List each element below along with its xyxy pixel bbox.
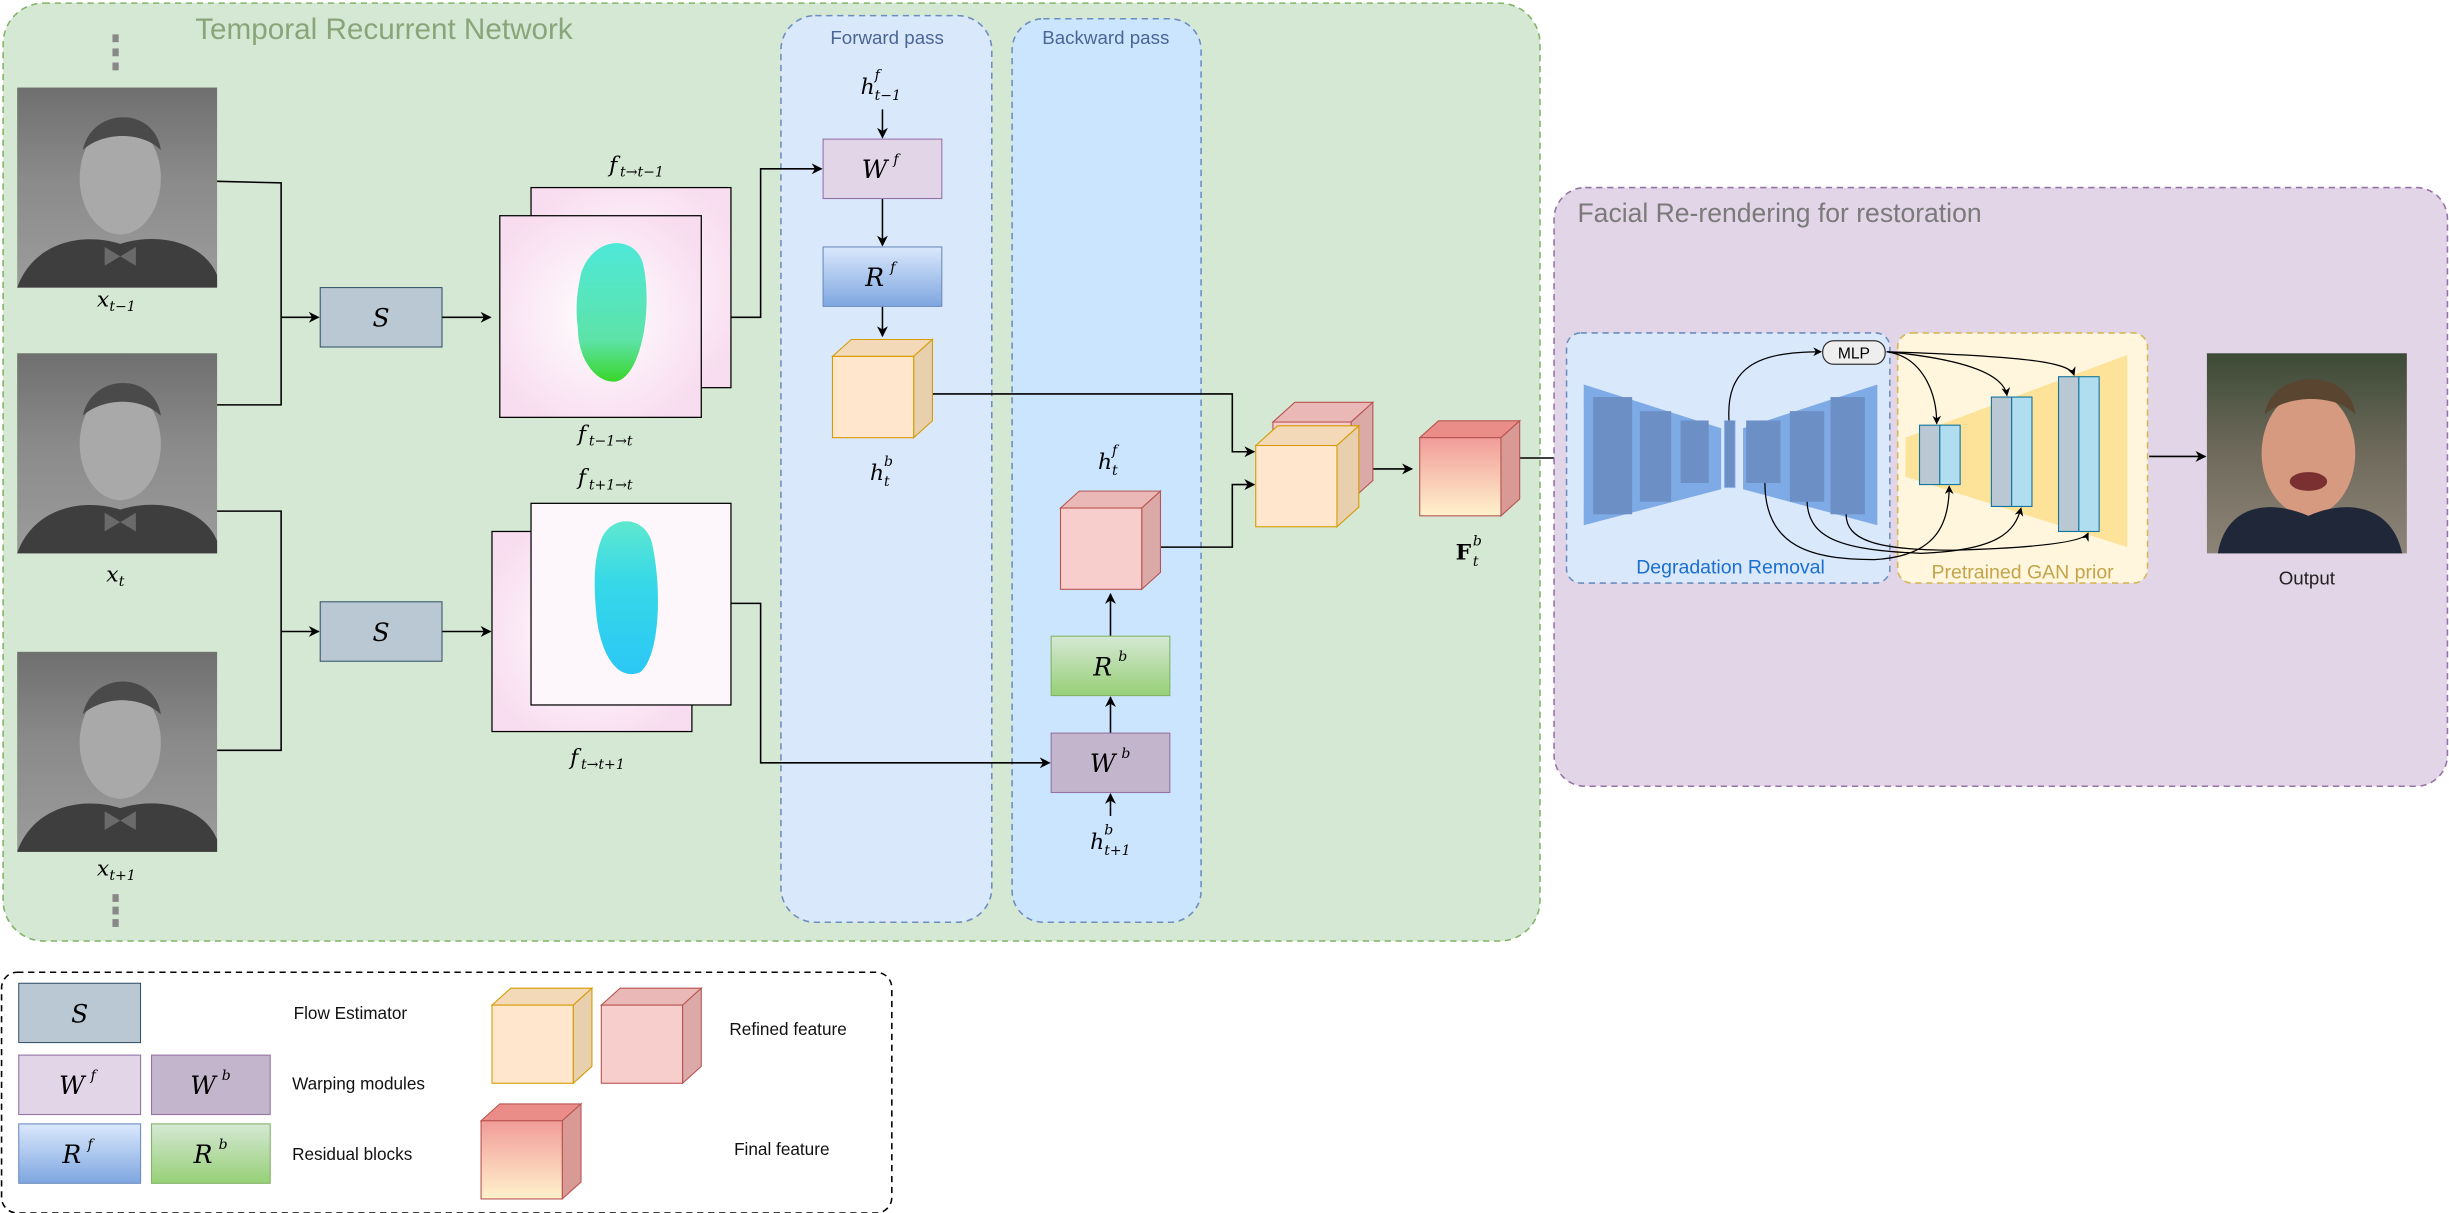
- legend-refined-label: Refined feature: [729, 1019, 846, 1039]
- svg-text:x: x: [97, 856, 109, 881]
- legend-flow-estimator-label: Flow Estimator: [294, 1003, 408, 1023]
- output-face-image: [2206, 353, 2407, 554]
- svg-text:R: R: [1092, 652, 1112, 681]
- svg-text:t: t: [1473, 554, 1479, 570]
- connector-lines: [217, 109, 1595, 816]
- gan-prior-title: Pretrained GAN prior: [1932, 561, 2115, 583]
- ellipsis-bottom-icon: [112, 894, 119, 927]
- refined-feature-cube-forward: [831, 338, 934, 439]
- svg-text:t: t: [1112, 463, 1118, 479]
- temporal-panel-title: Temporal Recurrent Network: [195, 13, 573, 46]
- svg-text:b: b: [1473, 534, 1482, 550]
- svg-text:x: x: [97, 287, 109, 312]
- svg-text:b: b: [219, 1137, 228, 1153]
- svg-text:W: W: [1090, 749, 1118, 778]
- svg-text:t−1: t−1: [875, 88, 901, 104]
- legend-flow-estimator: S: [18, 982, 142, 1044]
- svg-text:W: W: [190, 1071, 218, 1100]
- svg-text:W: W: [59, 1071, 87, 1100]
- svg-text:t→t−1: t→t−1: [620, 165, 664, 181]
- svg-text:R: R: [61, 1140, 81, 1169]
- input-frame-t-minus-1: [17, 87, 218, 288]
- svg-text:b: b: [222, 1068, 231, 1084]
- svg-text:t−1: t−1: [109, 299, 135, 315]
- svg-text:t: t: [119, 574, 125, 590]
- flow-map-lower: [491, 502, 732, 733]
- svg-text:t+1: t+1: [109, 868, 135, 884]
- svg-text:S: S: [373, 618, 390, 647]
- svg-text:b: b: [1121, 746, 1130, 762]
- svg-text:x: x: [106, 562, 118, 587]
- flow-estimator-lower: S: [319, 601, 443, 662]
- svg-text:h: h: [1098, 450, 1112, 475]
- flow-map-upper: [499, 186, 732, 418]
- output-label: Output: [2279, 568, 2336, 589]
- svg-text:f: f: [1111, 443, 1120, 459]
- svg-text:R: R: [193, 1140, 213, 1169]
- forward-pass-panel: [780, 14, 993, 924]
- legend-final-label: Final feature: [734, 1139, 829, 1159]
- legend-refined-cube-orange: [490, 986, 594, 1085]
- backward-pass-title: Backward pass: [1042, 27, 1169, 48]
- svg-text:h: h: [870, 461, 884, 486]
- legend-residual-label: Residual blocks: [292, 1144, 412, 1164]
- svg-text:t+1→t: t+1→t: [589, 477, 633, 493]
- ellipsis-top-icon: [112, 34, 119, 71]
- flow-estimator-upper: S: [319, 287, 443, 348]
- input-frame-t-plus-1: [17, 651, 218, 852]
- refined-feature-cube-backward: [1059, 489, 1162, 591]
- degradation-removal-title: Degradation Removal: [1636, 557, 1825, 579]
- refined-feature-cube-orange-front: [1254, 424, 1361, 529]
- svg-text:t+1: t+1: [1104, 843, 1130, 859]
- svg-text:b: b: [1118, 649, 1127, 665]
- legend-refined-cube-pink: [599, 986, 703, 1085]
- mlp-node: MLP: [1822, 340, 1886, 365]
- legend-warping-label: Warping modules: [292, 1074, 425, 1094]
- svg-text:f: f: [889, 260, 898, 276]
- svg-text:MLP: MLP: [1838, 346, 1870, 363]
- svg-text:t: t: [884, 474, 890, 490]
- svg-text:F: F: [1456, 540, 1472, 566]
- svg-text:h: h: [1090, 830, 1104, 855]
- encoder-decoder-network: [1583, 384, 1878, 526]
- svg-text:S: S: [373, 304, 390, 333]
- legend-final-cube: [479, 1102, 583, 1201]
- facial-panel-title: Facial Re-rendering for restoration: [1577, 198, 1981, 228]
- svg-text:f: f: [90, 1068, 99, 1084]
- svg-text:b: b: [1104, 823, 1113, 839]
- svg-text:f: f: [86, 1137, 95, 1153]
- svg-text:R: R: [864, 263, 884, 292]
- backward-pass-panel: [1011, 17, 1202, 924]
- input-frame-t: [17, 353, 218, 554]
- svg-text:b: b: [884, 454, 893, 470]
- svg-text:t−1→t: t−1→t: [589, 433, 633, 449]
- svg-text:f: f: [874, 68, 883, 84]
- svg-text:W: W: [862, 155, 890, 184]
- svg-text:S: S: [71, 999, 88, 1028]
- svg-text:f: f: [892, 152, 901, 168]
- gan-generator: [1905, 354, 2128, 548]
- skip-connections: [1728, 347, 2089, 561]
- svg-text:t→t+1: t→t+1: [581, 757, 625, 773]
- svg-text:h: h: [861, 75, 875, 100]
- forward-pass-title: Forward pass: [830, 27, 944, 48]
- final-feature-cube: [1418, 419, 1522, 518]
